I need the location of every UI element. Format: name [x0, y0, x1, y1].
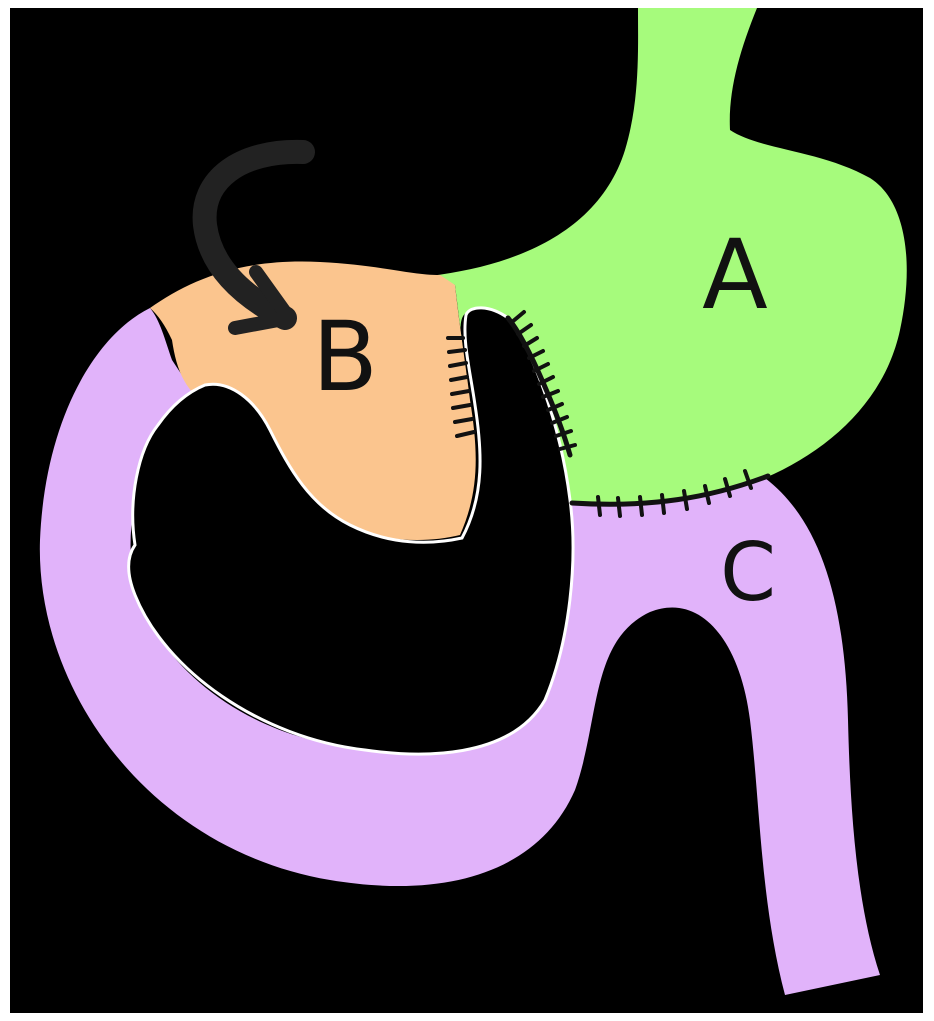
label-c: C: [720, 526, 776, 619]
label-b: B: [312, 301, 378, 413]
label-a: A: [702, 219, 768, 331]
